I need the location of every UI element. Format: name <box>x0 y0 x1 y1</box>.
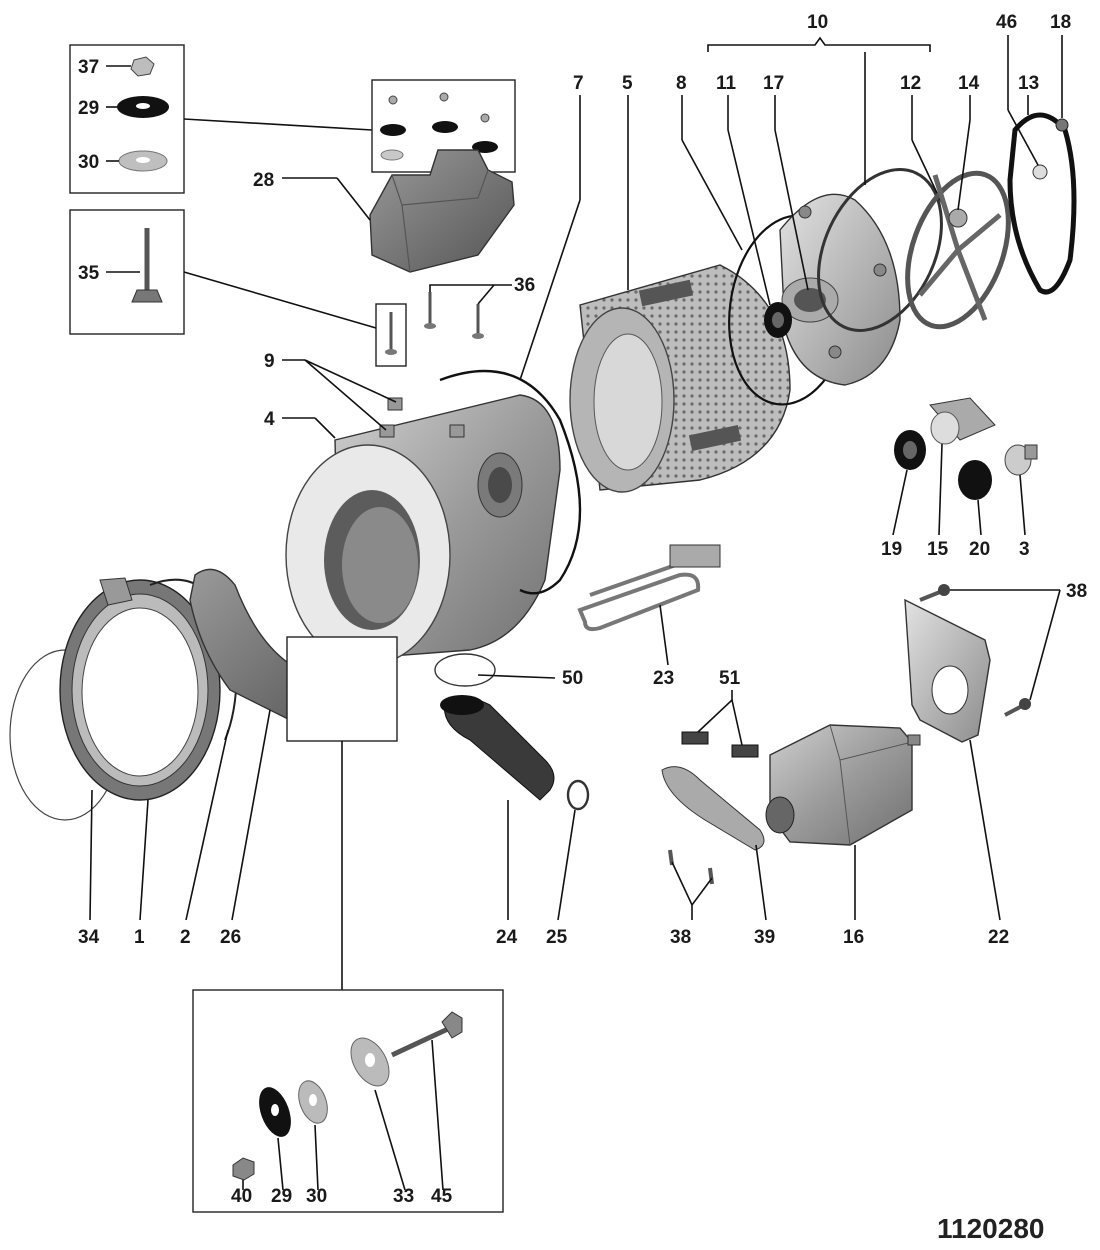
label-5: 5 <box>622 73 633 94</box>
label-39: 39 <box>754 927 775 948</box>
drum-part <box>569 264 791 493</box>
label-38-left: 38 <box>670 927 691 948</box>
label-2: 2 <box>180 927 191 948</box>
label-23: 23 <box>653 668 674 689</box>
washer-detail-box <box>371 79 516 173</box>
label-15: 15 <box>927 539 949 560</box>
tub-part <box>285 394 561 666</box>
nut-part <box>130 56 155 77</box>
drain-hose-part <box>440 695 555 801</box>
label-7: 7 <box>573 73 584 94</box>
label-22: 22 <box>988 927 1009 948</box>
label-38-right: 38 <box>1066 581 1087 602</box>
label-8: 8 <box>676 73 687 94</box>
label-3: 3 <box>1019 539 1030 560</box>
bolt-set-detail-box <box>192 989 504 1213</box>
label-16: 16 <box>843 927 864 948</box>
pulley-part <box>905 170 1011 330</box>
heater-element-part <box>577 544 721 632</box>
diagram-number: 1120280 <box>937 1213 1044 1244</box>
label-45: 45 <box>431 1186 453 1207</box>
label-9: 9 <box>264 351 275 372</box>
label-36: 36 <box>514 275 535 296</box>
label-50: 50 <box>562 668 583 689</box>
motor-bracket-part <box>661 766 765 851</box>
label-12: 12 <box>900 73 921 94</box>
label-19: 19 <box>881 539 902 560</box>
bolt-detail-box <box>69 209 185 335</box>
carbon-brush-set <box>681 731 759 758</box>
bearing-set-part <box>894 397 1038 500</box>
mount-screw-set <box>919 584 1031 717</box>
motor-part <box>765 724 921 846</box>
label-33: 33 <box>393 1186 414 1207</box>
label-34: 34 <box>78 927 100 948</box>
screw-set-part <box>375 292 484 367</box>
label-37: 37 <box>78 57 99 78</box>
hose-clamp-part <box>566 779 590 811</box>
label-40: 40 <box>231 1186 252 1207</box>
counterweight-part <box>369 149 515 273</box>
pulley-o-ring <box>817 168 943 332</box>
part-labels: 37 29 30 28 35 36 9 4 7 5 8 11 17 10 12 … <box>78 12 1087 1244</box>
drive-belt-part <box>1007 112 1077 295</box>
label-24: 24 <box>496 927 518 948</box>
label-25: 25 <box>546 927 568 948</box>
label-29-top: 29 <box>78 98 99 119</box>
label-30-bottom: 30 <box>306 1186 327 1207</box>
label-28: 28 <box>253 170 274 191</box>
label-11: 11 <box>716 73 737 94</box>
label-17: 17 <box>763 73 784 94</box>
label-1: 1 <box>134 927 145 948</box>
label-35: 35 <box>78 263 100 284</box>
fastener-set-box <box>69 44 185 194</box>
label-13: 13 <box>1018 73 1039 94</box>
label-14: 14 <box>958 73 980 94</box>
label-4: 4 <box>264 409 275 430</box>
label-10: 10 <box>807 12 828 33</box>
hose-clip-wire <box>434 653 496 687</box>
label-30-top: 30 <box>78 152 99 173</box>
label-29-bottom: 29 <box>271 1186 292 1207</box>
tub-gasket-ring <box>439 369 582 595</box>
motor-mount-plate <box>904 598 991 743</box>
label-46: 46 <box>996 12 1017 33</box>
flange-assembly <box>779 193 901 386</box>
label-51: 51 <box>719 668 741 689</box>
label-26: 26 <box>220 927 241 948</box>
door-gasket-part <box>59 577 221 801</box>
label-20: 20 <box>969 539 990 560</box>
label-18: 18 <box>1050 12 1071 33</box>
